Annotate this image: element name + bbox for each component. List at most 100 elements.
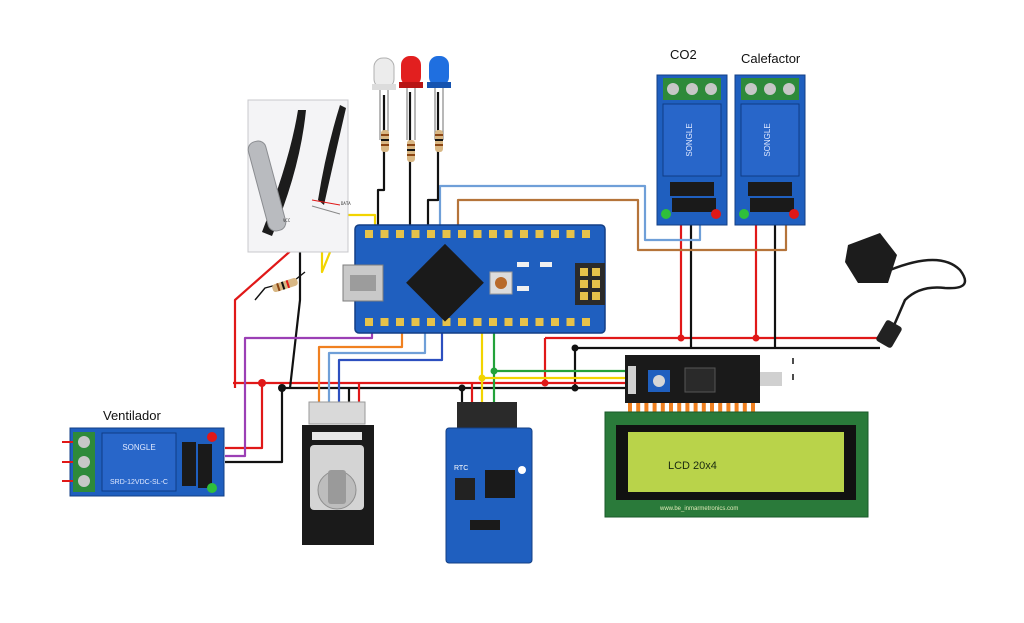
sensor-data-label: DATA bbox=[341, 201, 351, 206]
header-pin bbox=[685, 403, 690, 417]
junction-dot bbox=[677, 334, 685, 342]
header-pin bbox=[551, 230, 559, 238]
header-pin bbox=[693, 403, 698, 417]
label-co2: CO2 bbox=[670, 47, 697, 62]
header-pin bbox=[411, 230, 420, 238]
relay-brand: SONGLE bbox=[685, 123, 694, 156]
header-pin bbox=[710, 403, 714, 417]
wire-relay-cal-signal bbox=[456, 198, 788, 252]
header-pin bbox=[458, 230, 466, 238]
header-pin bbox=[365, 230, 373, 238]
header-pin bbox=[628, 403, 632, 417]
power-adapter-icon bbox=[845, 233, 897, 283]
wire-vent-gnd bbox=[225, 388, 284, 464]
junction-dot bbox=[571, 384, 579, 392]
sensor-vcc-label: VCC bbox=[283, 218, 291, 223]
lcd-header-pins bbox=[628, 403, 755, 417]
junction-dot bbox=[571, 344, 579, 352]
junction-dot bbox=[541, 379, 549, 387]
header-pin bbox=[718, 403, 723, 417]
lcd-display: LCD 20x4 www.be_inmarmetronics.com bbox=[604, 403, 869, 518]
relay-calefactor: SONGLE bbox=[734, 74, 806, 226]
resistor-pullup bbox=[272, 277, 298, 293]
wire-encoder-2 bbox=[327, 325, 427, 402]
led-resistor bbox=[407, 140, 415, 162]
label-ventilador: Ventilador bbox=[103, 408, 161, 423]
relay-brand: SONGLE bbox=[763, 123, 772, 156]
junction-dot bbox=[752, 334, 760, 342]
junction-dot bbox=[278, 384, 286, 392]
junction-dot bbox=[478, 374, 486, 382]
mcu-chip bbox=[406, 243, 484, 322]
header-pin bbox=[660, 403, 665, 417]
header-pin bbox=[701, 403, 706, 417]
header-pin bbox=[734, 403, 739, 417]
arduino-nano bbox=[342, 224, 606, 334]
led-red bbox=[399, 56, 423, 140]
header-pin bbox=[411, 318, 420, 326]
header-pin bbox=[489, 230, 497, 238]
junctions bbox=[258, 334, 760, 392]
led-resistor bbox=[435, 130, 443, 152]
header-pin bbox=[427, 230, 435, 238]
header-pin bbox=[535, 318, 544, 326]
header-pin bbox=[520, 230, 528, 238]
header-pin bbox=[380, 318, 389, 326]
relay-brand: SONGLE bbox=[122, 443, 155, 452]
leds bbox=[372, 56, 451, 162]
rtc-brand: RTC bbox=[454, 465, 468, 472]
lcd-url: www.be_inmarmetronics.com bbox=[659, 506, 738, 512]
junction-dot bbox=[458, 384, 466, 392]
wire-led-white bbox=[376, 95, 386, 232]
header-pin bbox=[504, 230, 513, 238]
wire-encoder-3 bbox=[337, 325, 444, 402]
label-calefactor: Calefactor bbox=[741, 51, 801, 66]
lcd-text: LCD 20x4 bbox=[668, 460, 717, 472]
arduino-bottom-pins bbox=[365, 318, 590, 326]
header-pin bbox=[458, 318, 466, 326]
icsp-header bbox=[575, 263, 605, 305]
led-white bbox=[372, 57, 396, 140]
header-pin bbox=[551, 318, 559, 326]
relay-co2: SONGLE bbox=[656, 74, 728, 226]
header-pin bbox=[396, 230, 404, 238]
header-pin bbox=[442, 318, 451, 326]
header-pin bbox=[473, 318, 482, 326]
power-adapter bbox=[845, 233, 967, 348]
header-pin bbox=[566, 230, 575, 238]
header-pin bbox=[566, 318, 575, 326]
header-pin bbox=[726, 403, 731, 417]
relay-ventilador: SONGLE SRD-12VDC-SL-C bbox=[62, 427, 225, 497]
usb-port bbox=[342, 264, 384, 302]
wire-vent-vcc bbox=[225, 383, 264, 450]
header-pin bbox=[427, 318, 435, 326]
header-pin bbox=[365, 318, 373, 326]
relay-model: SRD-12VDC-SL-C bbox=[110, 479, 168, 486]
ds18b20-sensor: DATA VCC bbox=[247, 99, 351, 253]
header-pin bbox=[520, 318, 528, 326]
wire-encoder-1 bbox=[317, 325, 404, 402]
junction-dot bbox=[490, 367, 498, 375]
led-blue bbox=[427, 56, 451, 140]
temperature-probe-icon bbox=[247, 140, 287, 232]
header-pin bbox=[489, 318, 497, 326]
arduino-top-pins bbox=[365, 230, 590, 238]
rotary-encoder bbox=[302, 401, 374, 545]
lcd-screen bbox=[628, 432, 844, 492]
header-pin bbox=[535, 230, 544, 238]
header-pin bbox=[442, 230, 451, 238]
led-resistor bbox=[381, 130, 389, 152]
header-pin bbox=[582, 230, 590, 238]
header-pin bbox=[380, 230, 389, 238]
header-pin bbox=[473, 230, 482, 238]
header-pin bbox=[582, 318, 590, 326]
header-pin bbox=[644, 403, 649, 417]
wire-relay-co2-signal bbox=[438, 184, 702, 242]
header-pin bbox=[504, 318, 513, 326]
header-pin bbox=[751, 403, 755, 417]
header-pin bbox=[669, 403, 673, 417]
junction-dot bbox=[258, 379, 266, 387]
header-pin bbox=[677, 403, 682, 417]
wire-led-blue bbox=[426, 92, 440, 232]
